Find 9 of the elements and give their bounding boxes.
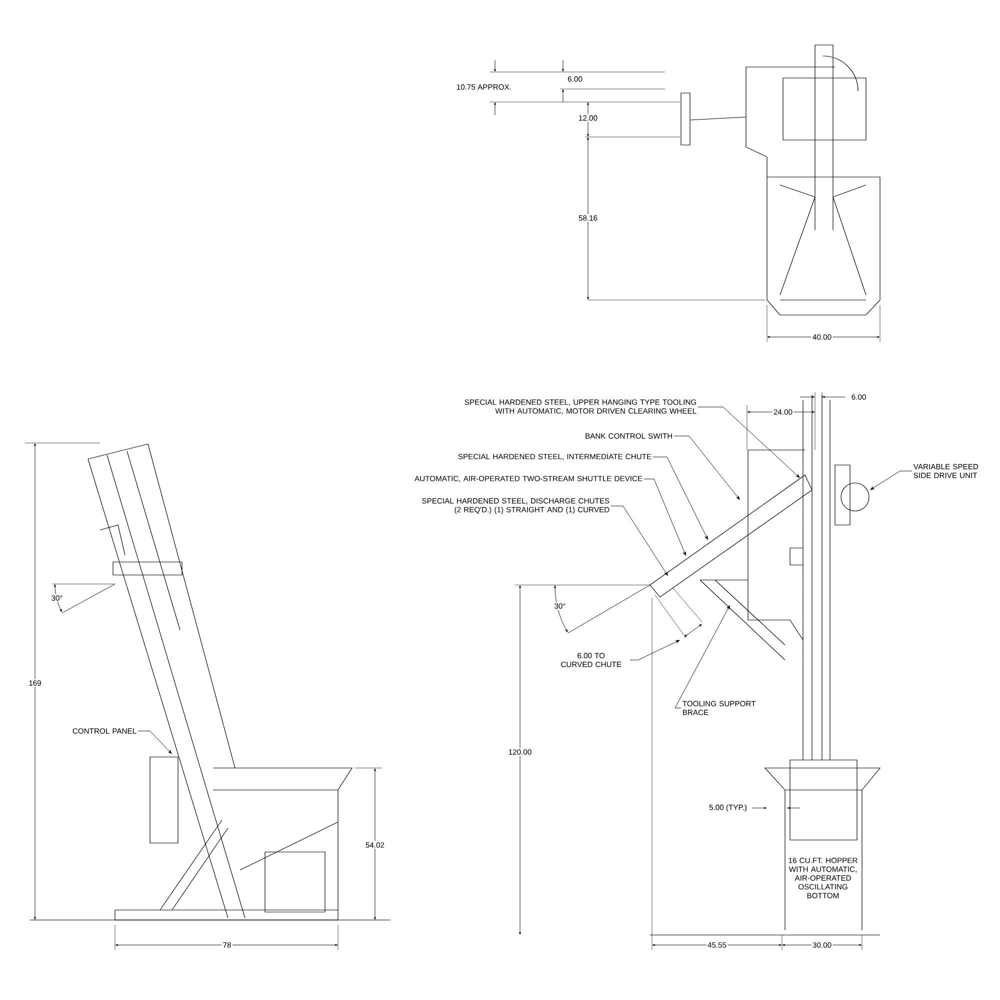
leader-line [644,478,686,556]
leader-line [870,470,912,490]
leader-line [652,456,708,540]
leader-line [674,436,740,500]
leader-line [138,730,172,754]
leader-line [698,406,800,478]
leader-line [610,506,668,576]
leader-line [674,605,730,708]
leader-line [630,640,680,660]
